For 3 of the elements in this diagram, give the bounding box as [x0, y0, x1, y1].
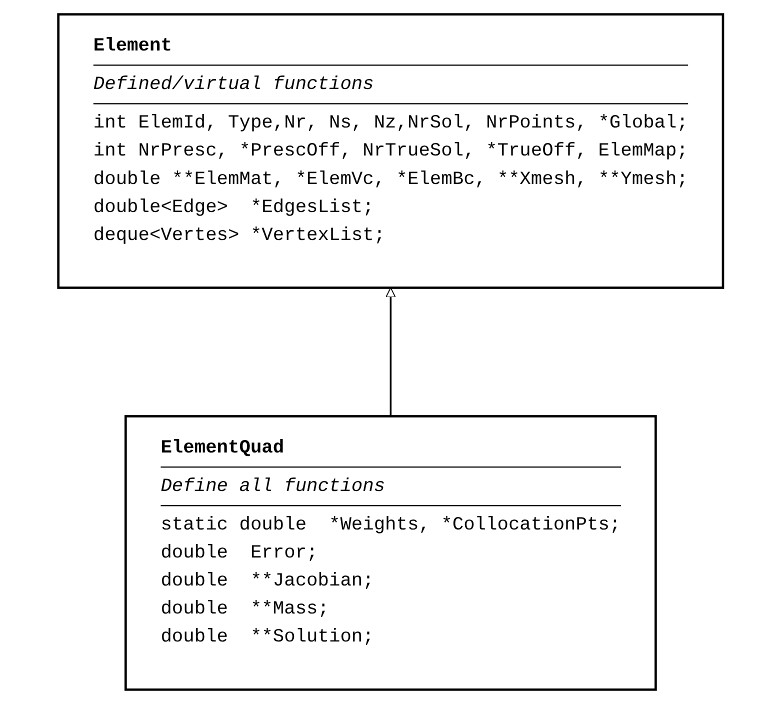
node-box: Element Defined/virtual functions int ElemId, Type,Nr, Ns, Nz,NrSol, NrPoints, *Global; int NrPresc, *PrescOff, NrTrueSol, *TrueOff, ElemMap; double **ElemMat, *ElemVc, *ElemBc, **Xmesh, **Ymesh; double<Edge> *EdgesList; deque<Vertes> *VertexList; [57, 13, 724, 289]
node-box: ElementQuad Define all functions static double *Weights, *CollocationPts; double Error; double **Jacobian; double **Mass; double **Solution; [124, 415, 657, 691]
arrow [385, 287, 396, 416]
